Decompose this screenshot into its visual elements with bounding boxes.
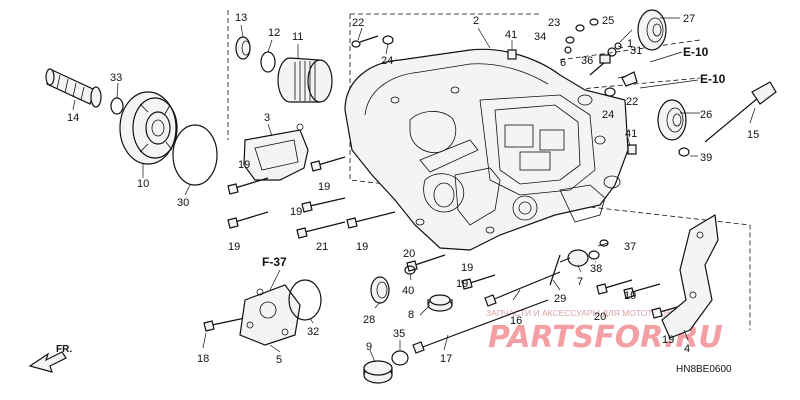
callout-9: 9 [366,341,372,353]
callout-19-f: 19 [461,262,473,274]
pin-29 [549,254,561,286]
o-ring-30 [172,124,218,186]
callout-15: 15 [747,129,759,141]
long-bolts [412,271,561,354]
oil-seal-28 [370,276,390,304]
callout-32: 32 [307,326,319,338]
transmission-case [344,48,629,251]
callout-10: 10 [137,178,149,190]
drain-bolt [427,294,453,312]
callout-22-a: 22 [352,17,364,29]
callout-19-a: 19 [238,159,250,171]
oil-filter [277,57,333,103]
callout-41-b: 41 [625,128,637,140]
callout-20-b: 20 [594,311,606,323]
bearing-27 [637,9,667,51]
callout-19-h: 19 [662,334,674,346]
callout-19-i: 19 [456,278,468,290]
callout-37: 37 [624,241,636,253]
callouts: 1 2 3 4 5 6 7 8 9 10 11 12 13 14 15 16 1… [67,12,759,366]
callout-21: 21 [316,241,328,253]
callout-28: 28 [363,314,375,326]
callout-8: 8 [408,309,414,321]
callout-40: 40 [402,285,414,297]
callout-41-a: 41 [505,29,517,41]
o-ring-33 [110,97,124,115]
o-ring-32 [288,279,322,321]
strainer-screen [45,68,102,108]
callout-26: 26 [700,109,712,121]
callout-19-c: 19 [290,206,302,218]
ref-f37: F-37 [262,255,287,269]
callout-7: 7 [577,276,583,288]
callout-30: 30 [177,197,189,209]
callout-19-e: 19 [356,241,368,253]
front-arrow: FR. [28,344,72,373]
callout-25: 25 [602,15,614,27]
callout-18: 18 [197,353,209,365]
callout-29: 29 [554,293,566,305]
ref-e10-upper: E-10 [683,45,709,59]
callout-22-b: 22 [626,96,638,108]
callout-20-a: 20 [403,248,415,260]
o-ring-35 [391,350,409,366]
callout-14: 14 [67,112,79,124]
front-label: FR. [56,344,72,355]
housing-5 [239,284,301,346]
callout-17: 17 [440,353,452,365]
washer-12 [260,51,276,73]
callout-24-b: 24 [602,109,614,121]
callout-34: 34 [534,31,546,43]
diagram-code: HN8BE0600 [676,364,732,375]
sensor-7 [559,249,589,267]
filler-cap [363,360,393,384]
o-ring-38 [588,250,600,260]
callout-39: 39 [700,152,712,164]
callout-12: 12 [268,27,280,39]
callout-19-g: 19 [624,290,636,302]
leader-lines [72,17,756,363]
callout-27: 27 [683,13,695,25]
cover-plate [243,123,309,181]
callout-6: 6 [560,57,566,69]
callout-5: 5 [276,354,282,366]
callout-19-b: 19 [318,181,330,193]
callout-16: 16 [510,315,522,327]
bracket-4 [661,214,719,339]
small-hardware [351,18,638,155]
callout-31: 31 [630,45,642,57]
callout-23: 23 [548,17,560,29]
watermark-tagline: ЗАПЧАСТИ И АКСЕССУАРЫ ДЛЯ МОТОТЕХНИКИ [486,308,687,318]
reference-labels: E-10 E-10 F-37 [262,45,726,291]
dipstick [678,81,777,157]
callout-24-a: 24 [381,55,393,67]
callout-2: 2 [473,15,479,27]
ref-e10-lower: E-10 [700,72,726,86]
flange-bolts [203,156,689,332]
callout-38: 38 [590,263,602,275]
callout-36: 36 [581,55,593,67]
oil-seal-13 [235,36,251,60]
callout-19-d: 19 [228,241,240,253]
callout-35: 35 [393,328,405,340]
pulley-rotor [119,91,178,165]
bearing-26 [657,99,687,141]
callout-11: 11 [292,31,303,43]
callout-1: 1 [627,38,633,50]
callout-4: 4 [684,343,690,355]
callout-33: 33 [110,72,122,84]
callout-13: 13 [235,12,247,24]
callout-3: 3 [264,112,270,124]
